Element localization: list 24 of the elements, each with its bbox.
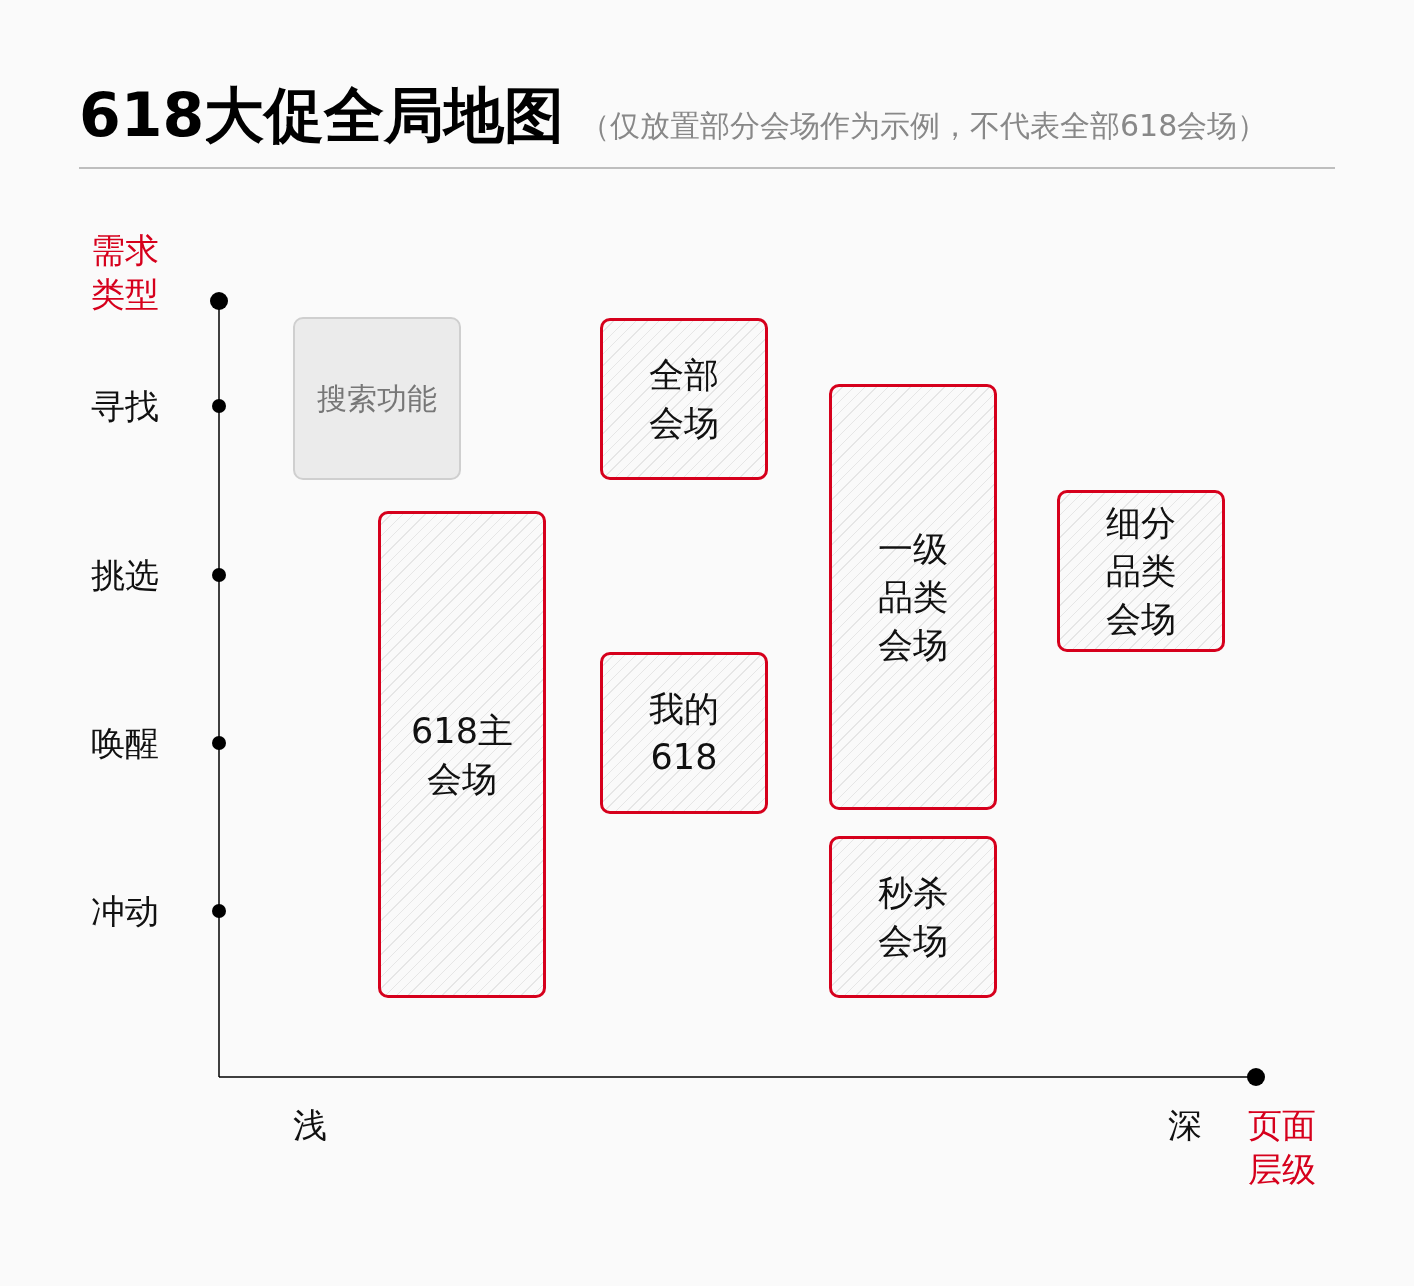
venue-box — [600, 652, 768, 814]
title: 618大促全局地图 — [79, 80, 565, 150]
axis-tick-label: 寻找 — [91, 385, 160, 428]
box-label: 一级品类会场 — [877, 528, 949, 667]
axis-tick-label: 冲动 — [91, 890, 160, 933]
disabled-feature-box — [293, 317, 461, 480]
axis-tick-label: 挑选 — [91, 554, 160, 597]
box-label: 秒杀会场 — [877, 872, 949, 963]
venue-box — [378, 511, 546, 998]
box-label: 细分品类会场 — [1105, 502, 1177, 641]
venue-box — [829, 384, 997, 810]
subtitle: （仅放置部分会场作为示例，不代表全部618会场） — [580, 107, 1269, 145]
axis-tick-label: 深 — [1168, 1104, 1203, 1147]
box-label: 我的618 — [648, 688, 720, 779]
venue-box — [829, 836, 997, 998]
box-label: 618主会场 — [410, 709, 514, 801]
axis-title: 页面层级 — [1248, 1104, 1317, 1191]
box-label: 全部会场 — [648, 354, 720, 445]
axis-tick-label: 唤醒 — [91, 722, 160, 765]
axis-title: 需求类型 — [91, 229, 160, 316]
venue-box — [600, 318, 768, 480]
box-label: 搜索功能 — [316, 379, 438, 418]
venue-box — [1057, 490, 1225, 652]
axis-tick-label: 浅 — [293, 1104, 328, 1147]
